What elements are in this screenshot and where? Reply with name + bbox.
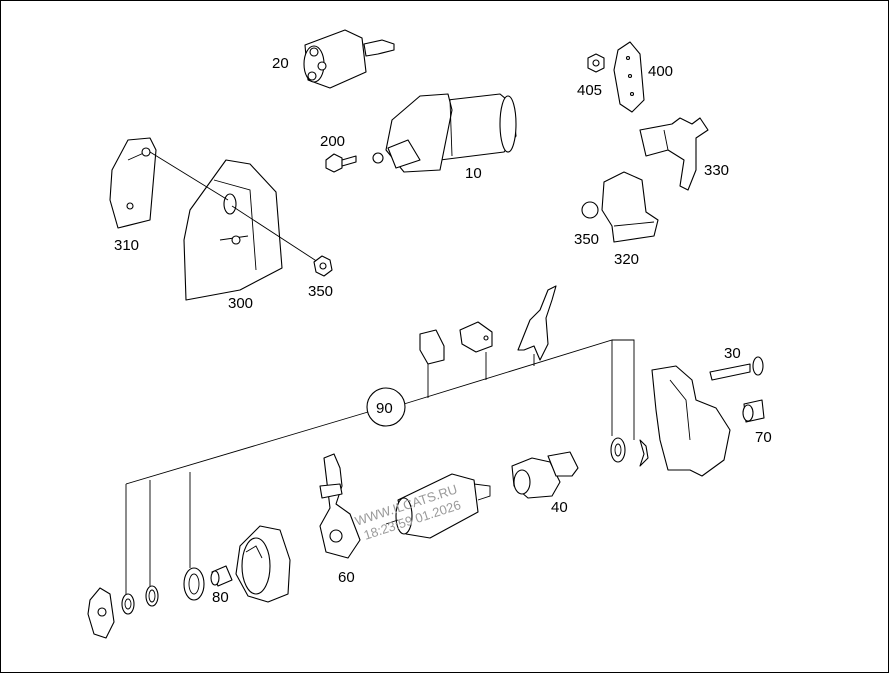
washer-ring[interactable]	[610, 437, 626, 463]
part-350-nut[interactable]	[313, 255, 333, 277]
label-300: 300	[228, 295, 253, 312]
label-350-left: 350	[308, 283, 333, 300]
commutator-end-plate[interactable]	[235, 525, 291, 603]
label-30: 30	[724, 345, 741, 362]
armature[interactable]	[385, 473, 491, 539]
shift-fork[interactable]	[517, 285, 557, 361]
assembly-leader-tree	[125, 339, 635, 596]
part-70-bushing[interactable]	[742, 399, 765, 423]
leader-line	[231, 205, 319, 263]
end-housing[interactable]	[651, 365, 731, 477]
part-40-drive-pinion[interactable]	[511, 451, 579, 499]
part-30-through-bolt[interactable]	[709, 356, 764, 381]
label-40: 40	[551, 499, 568, 516]
group-90-callout[interactable]: 90	[366, 387, 406, 427]
label-20: 20	[272, 55, 289, 72]
part-320-mount[interactable]	[581, 171, 659, 243]
brush-block[interactable]	[419, 329, 445, 365]
end-cap[interactable]	[87, 587, 115, 639]
label-320: 320	[614, 251, 639, 268]
label-330: 330	[704, 162, 729, 179]
connector[interactable]	[459, 321, 493, 353]
part-60-brush-holder[interactable]	[319, 453, 361, 559]
label-310: 310	[114, 237, 139, 254]
part-405-nut[interactable]	[587, 53, 605, 73]
circlip[interactable]	[145, 585, 159, 607]
label-60: 60	[338, 569, 355, 586]
snap-ring[interactable]	[639, 439, 649, 467]
seal-ring[interactable]	[183, 567, 205, 601]
part-310-heat-shield[interactable]	[109, 137, 157, 229]
label-400: 400	[648, 63, 673, 80]
part-80-bushing[interactable]	[210, 565, 233, 587]
label-10: 10	[465, 165, 482, 182]
part-20-solenoid[interactable]	[303, 29, 395, 89]
leader-line	[149, 151, 229, 201]
label-405: 405	[577, 82, 602, 99]
label-70: 70	[755, 429, 772, 446]
part-400-gasket-plate[interactable]	[613, 41, 645, 113]
part-200-bolt[interactable]	[325, 153, 357, 173]
part-10-starter-motor[interactable]	[372, 93, 517, 173]
label-90: 90	[376, 400, 393, 417]
washer[interactable]	[121, 593, 135, 615]
label-80: 80	[212, 589, 229, 606]
part-300-bracket[interactable]	[183, 159, 283, 301]
label-350-right: 350	[574, 231, 599, 248]
label-200: 200	[320, 133, 345, 150]
part-330-support-bracket[interactable]	[639, 117, 709, 191]
